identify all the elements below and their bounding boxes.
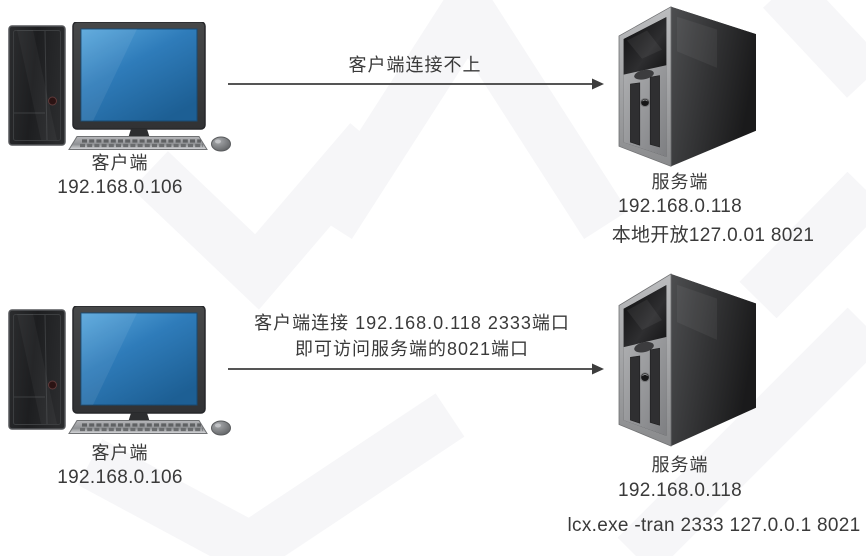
server-ip-label: 192.168.0.118 (618, 196, 742, 217)
arrow-label: 客户端连接不上 (348, 55, 482, 75)
arrow-label-line1: 客户端连接 192.168.0.118 2333端口 (254, 313, 570, 333)
desktop-computer-icon (7, 22, 233, 153)
server-tower-icon (618, 273, 757, 447)
desktop-computer-icon (7, 306, 233, 437)
server-tower-icon (618, 6, 757, 167)
server-name-label: 服务端 (651, 172, 709, 192)
arrow-label-line2: 即可访问服务端的8021端口 (294, 339, 530, 359)
server-note-label: 本地开放127.0.01 8021 (611, 225, 815, 246)
client-name-label: 客户端 (91, 443, 149, 463)
server-ip-label: 192.168.0.118 (618, 480, 742, 501)
server-note-label: lcx.exe -tran 2333 127.0.0.1 8021 (567, 515, 861, 536)
server-name-label: 服务端 (651, 455, 709, 475)
client-ip-label: 192.168.0.106 (57, 467, 183, 488)
bottom-connection-arrow (228, 363, 604, 375)
top-connection-arrow (228, 78, 604, 90)
client-ip-label: 192.168.0.106 (57, 177, 183, 198)
client-name-label: 客户端 (91, 153, 149, 173)
